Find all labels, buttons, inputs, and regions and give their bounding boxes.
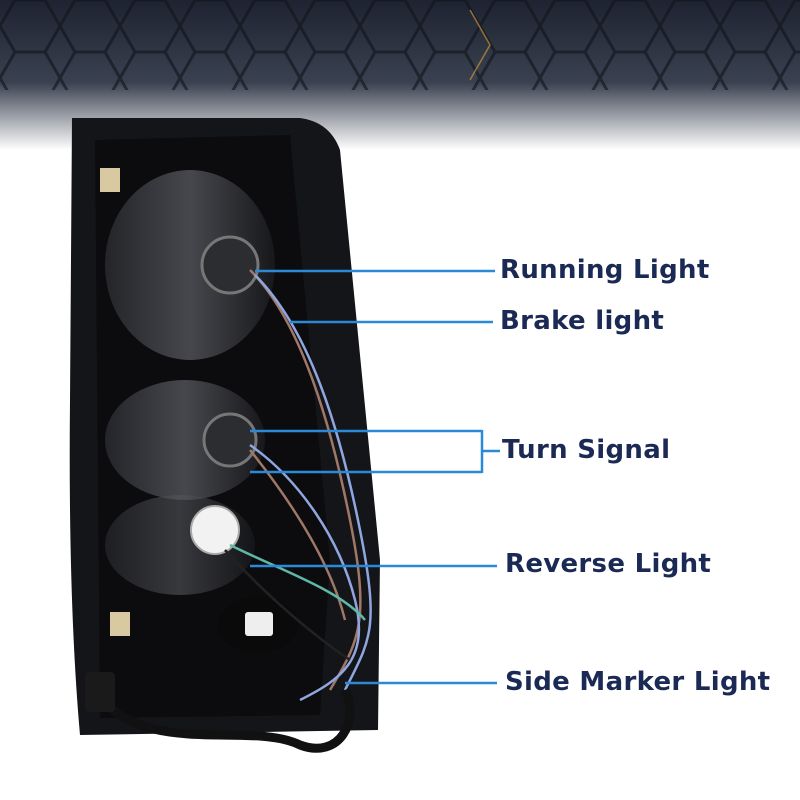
connector-plug bbox=[85, 672, 115, 712]
reverse-socket bbox=[190, 505, 240, 555]
label-running-light: Running Light bbox=[500, 255, 710, 285]
label-turn-signal: Turn Signal bbox=[502, 435, 671, 465]
upper-lens bbox=[105, 170, 275, 360]
middle-lens bbox=[105, 380, 265, 500]
wire-harness bbox=[91, 687, 355, 753]
label-side-marker-light: Side Marker Light bbox=[505, 667, 771, 697]
turn-signal-socket bbox=[202, 412, 258, 468]
label-reverse-light: Reverse Light bbox=[505, 549, 712, 579]
running-brake-socket bbox=[200, 235, 260, 295]
label-brake-light: Brake light bbox=[500, 306, 665, 336]
hex-pattern bbox=[0, 0, 800, 90]
leader-lines bbox=[250, 269, 500, 685]
